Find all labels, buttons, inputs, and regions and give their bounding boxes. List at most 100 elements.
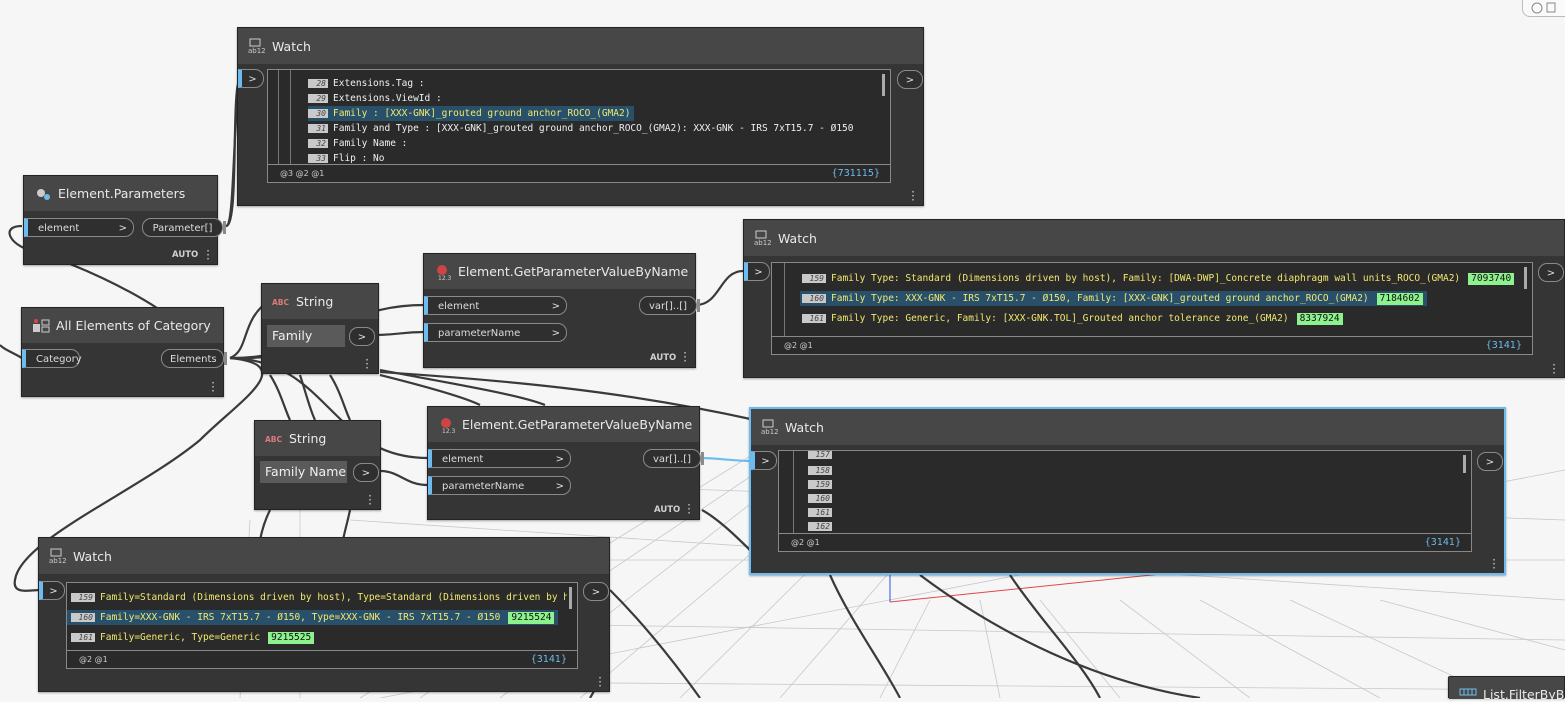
svg-text:ABC: ABC bbox=[272, 298, 290, 307]
watch-footer: @2 @1{3141} bbox=[772, 336, 1532, 354]
node-title: Element.GetParameterValueByName bbox=[458, 264, 689, 279]
watch-output-port[interactable]: > bbox=[1477, 452, 1503, 471]
view-toggle-icon[interactable] bbox=[1522, 0, 1565, 17]
node-menu-icon[interactable]: ··· bbox=[911, 185, 915, 207]
string-node-family-name[interactable]: ABC String Family Name > ··· bbox=[254, 420, 381, 510]
string-output-port[interactable]: > bbox=[353, 463, 379, 482]
watch-output-port[interactable]: > bbox=[897, 70, 923, 89]
selected-wire bbox=[699, 456, 753, 463]
node-header[interactable]: ab12 Watch bbox=[39, 538, 609, 574]
get-parameter-value-node-1[interactable]: 12.3 Element.GetParameterValueByName ele… bbox=[423, 253, 700, 368]
watch-node-middle[interactable]: ab12 Watch > > 157 158 159 160 161 162 @… bbox=[749, 407, 1506, 575]
node-header[interactable]: ab12 Watch bbox=[744, 220, 1564, 256]
node-header[interactable]: All Elements of Category bbox=[22, 308, 223, 343]
svg-text:ABC: ABC bbox=[265, 435, 283, 444]
element-input-port[interactable]: element> bbox=[424, 296, 567, 315]
node-menu-icon[interactable]: ··· bbox=[365, 353, 369, 375]
list-item: 161 bbox=[779, 505, 1471, 518]
category-input-port[interactable]: Category bbox=[22, 349, 82, 368]
string-output-port[interactable]: > bbox=[349, 327, 375, 346]
svg-text:ab12: ab12 bbox=[754, 239, 772, 246]
element-parameters-node[interactable]: Element.Parameters element> Parameter[] … bbox=[23, 175, 226, 266]
node-header[interactable]: List.FilterByB bbox=[1449, 677, 1565, 702]
node-menu-icon[interactable]: ··· bbox=[687, 498, 691, 520]
watch-footer: @2 @1{3141} bbox=[67, 650, 577, 668]
node-title: Watch bbox=[73, 548, 112, 564]
abc-icon: ABC bbox=[272, 298, 290, 307]
get-parameter-value-node-2[interactable]: 12.3 Element.GetParameterValueByName ele… bbox=[427, 406, 704, 520]
string-value-input[interactable]: Family Name bbox=[260, 461, 347, 483]
list-item: 157 bbox=[779, 451, 1471, 460]
node-header[interactable]: ABC String bbox=[255, 421, 380, 456]
gear-icon bbox=[37, 188, 50, 200]
list-item: 162 bbox=[779, 519, 1471, 531]
node-header[interactable]: ab12 Watch bbox=[238, 28, 923, 64]
list-item: 158 bbox=[779, 463, 1471, 476]
scrollbar[interactable] bbox=[1524, 267, 1527, 289]
lacing-label: AUTO bbox=[172, 250, 199, 260]
parametername-input-port[interactable]: parameterName> bbox=[428, 476, 571, 495]
string-node-family[interactable]: ABC String Family > ··· bbox=[261, 283, 379, 374]
scrollbar[interactable] bbox=[569, 587, 572, 609]
watch-output-port[interactable]: > bbox=[1538, 263, 1564, 282]
node-menu-icon[interactable]: ··· bbox=[1492, 553, 1496, 575]
watch-icon: ab12 bbox=[248, 38, 266, 54]
node-header[interactable]: 12.3 Element.GetParameterValueByName bbox=[424, 254, 695, 289]
node-title: Element.GetParameterValueByName bbox=[462, 417, 693, 432]
parameter-output-port[interactable]: Parameter[] bbox=[142, 218, 226, 237]
all-elements-of-category-node[interactable]: All Elements of Category Category Elemen… bbox=[21, 307, 227, 398]
list-filter-node[interactable]: List.FilterByB bbox=[1448, 676, 1565, 702]
watch-output-port[interactable]: > bbox=[583, 582, 609, 601]
scrollbar[interactable] bbox=[1463, 455, 1466, 473]
node-menu-icon[interactable]: ··· bbox=[211, 376, 215, 398]
node-title: Watch bbox=[785, 419, 824, 435]
svg-text:ab12: ab12 bbox=[248, 47, 266, 54]
string-value-input[interactable]: Family bbox=[267, 325, 345, 347]
watch-input-port[interactable]: > bbox=[39, 581, 65, 600]
node-title: String bbox=[289, 431, 327, 446]
wires bbox=[0, 76, 1201, 698]
node-title: Element.Parameters bbox=[58, 186, 186, 201]
elements-output-port[interactable]: Elements bbox=[161, 349, 227, 368]
svg-text:12.3: 12.3 bbox=[442, 428, 456, 433]
node-title: Watch bbox=[272, 38, 311, 54]
node-header[interactable]: Element.Parameters bbox=[24, 176, 217, 211]
watch-input-port[interactable]: > bbox=[238, 69, 264, 88]
node-header[interactable]: ab12 Watch bbox=[751, 409, 1504, 445]
list-item: 159 bbox=[779, 477, 1471, 490]
node-header[interactable]: 12.3 Element.GetParameterValueByName bbox=[428, 407, 699, 442]
node-menu-icon[interactable]: ··· bbox=[1552, 358, 1556, 380]
list-item: 160 bbox=[779, 491, 1471, 504]
list-icon bbox=[1459, 688, 1477, 696]
watch-icon: ab12 bbox=[49, 548, 67, 564]
element-input-port[interactable]: element> bbox=[428, 449, 571, 468]
node-menu-icon[interactable]: ··· bbox=[598, 671, 602, 693]
watch-input-port[interactable]: > bbox=[751, 451, 777, 470]
scrollbar[interactable] bbox=[882, 74, 885, 96]
watch-preview[interactable]: 157 158 159 160 161 162 @2 @1{3141} bbox=[778, 450, 1472, 552]
element-input-port[interactable]: element> bbox=[24, 218, 134, 237]
node-title: List.FilterByB bbox=[1483, 686, 1565, 702]
node-menu-icon[interactable]: ··· bbox=[368, 489, 372, 511]
var-output-port[interactable]: var[]..[] bbox=[639, 296, 700, 315]
node-menu-icon[interactable]: ··· bbox=[206, 244, 210, 266]
watch-input-port[interactable]: > bbox=[744, 262, 770, 281]
var-output-port[interactable]: var[]..[] bbox=[643, 449, 704, 468]
node-header[interactable]: ABC String bbox=[262, 284, 378, 319]
parametername-input-port[interactable]: parameterName> bbox=[424, 323, 567, 342]
node-menu-icon[interactable]: ··· bbox=[683, 346, 687, 368]
